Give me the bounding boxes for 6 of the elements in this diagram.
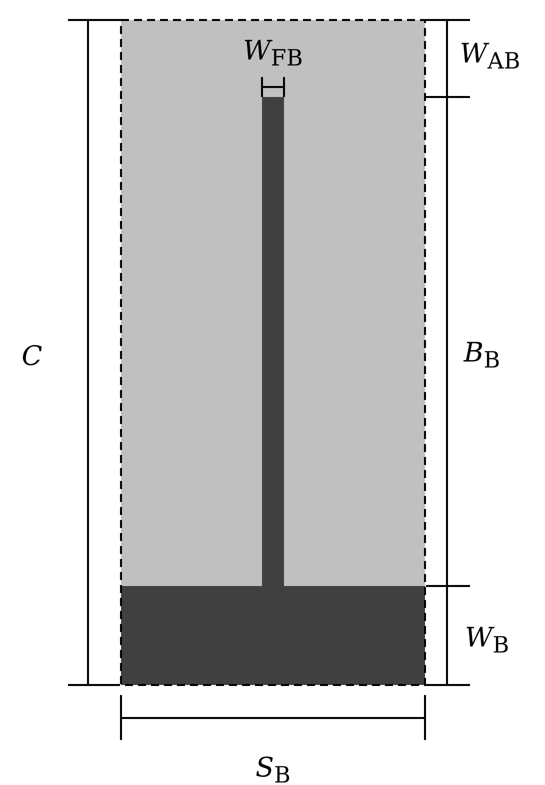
dimension-label: W$_{AB}$ <box>460 39 520 77</box>
dimension-label: S$_{B}$ <box>255 753 291 785</box>
dimension-label: B$_{B}$ <box>464 338 500 376</box>
dimension-label: W$_{B}$ <box>464 623 510 661</box>
dimension-label: C <box>22 342 42 372</box>
dimension-label: W$_{FB}$ <box>243 36 303 74</box>
